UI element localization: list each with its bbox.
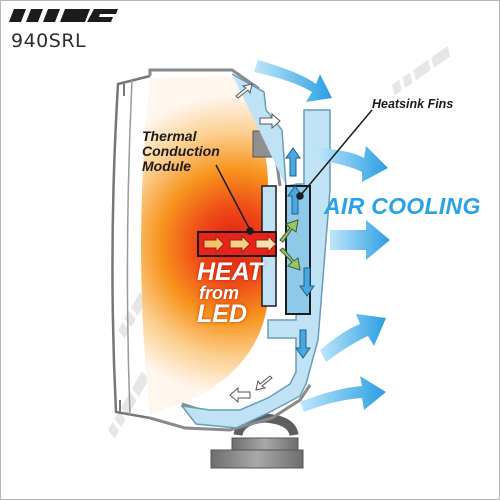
air-flow-arrow-icon [330,220,390,260]
arrow-up-right-icon [279,219,299,243]
arrow-down-right-icon [279,247,301,271]
vent-flow-arrows [229,83,281,404]
tcm-line-1: Thermal [142,128,197,144]
heatsink-fins-label: Heatsink Fins [372,97,454,111]
leader-lines [215,109,373,235]
leader-heatsink-fins [299,109,373,197]
arrow-down-icon [295,329,311,359]
air-cooling-arrows [254,60,390,412]
arrow-right-icon [203,234,225,254]
heat-line-1: HEAT [197,258,264,286]
arrow-up-icon [235,83,253,99]
air-flow-arrow-icon [300,376,386,412]
arrow-right-icon [255,234,277,254]
heat-line-3: LED [197,300,247,328]
air-cooling-label: AIR COOLING [324,193,481,219]
arrow-right-icon [229,234,251,254]
heat-flow-arrows [203,234,277,254]
leader-thermal-module [215,164,251,231]
heat-spread-arrows [279,219,301,271]
model-number: 940SRL [11,30,87,52]
heat-from-led-label: HEAT from LED [197,258,264,328]
air-flow-arrow-icon [320,314,386,362]
tcm-line-2: Conduction [142,143,220,159]
heat-line-2: from [199,283,239,303]
arrow-left-icon [229,386,251,404]
tcm-line-3: Module [142,158,191,174]
arrow-up-icon [285,147,301,177]
arrow-right-icon [259,112,281,130]
arrow-down-icon [299,267,315,297]
front-lens [111,74,151,420]
ipf-logo [9,9,118,22]
air-flow-arrow-icon [254,60,332,102]
thermal-conduction-module-label: Thermal Conduction Module [142,129,220,174]
arrow-down-left-icon [255,375,273,391]
